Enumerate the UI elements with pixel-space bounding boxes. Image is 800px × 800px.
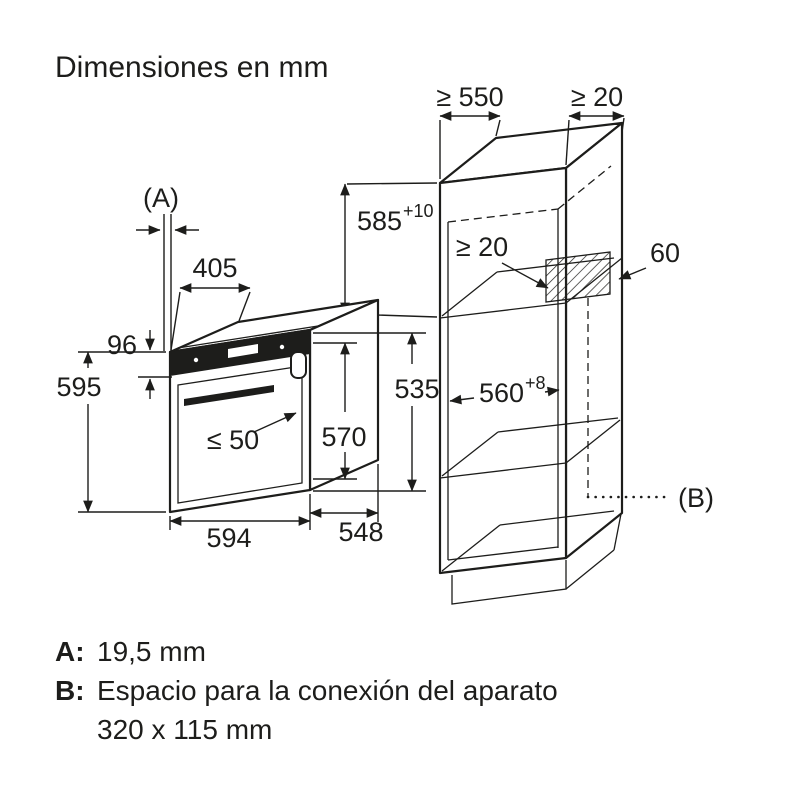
dim-depth-with-door: 570 (313, 342, 367, 480)
dim-label-handle-max: ≤ 50 (207, 425, 259, 455)
dim-niche-height: 585 +10 (340, 182, 438, 318)
dim-label-niche-height: 585 (357, 206, 402, 236)
cabinet-front-face (438, 166, 568, 575)
oven-top-edge-line (177, 325, 319, 349)
dim-label-niche-width: 560 (479, 378, 524, 408)
dim-width: 594 (169, 494, 311, 553)
dim-label-height: 595 (56, 372, 101, 402)
legend-b-value-line2: 320 x 115 mm (97, 714, 272, 745)
dim-rear-gap: ≥ 20 (565, 82, 625, 166)
dim-label-width: 594 (206, 523, 251, 553)
dim-handle-max: ≤ 50 (207, 412, 297, 455)
control-knob-right (279, 344, 285, 350)
legend: A: 19,5 mm B: Espacio para la conexión d… (55, 636, 558, 745)
page-title: Dimensiones en mm (55, 51, 328, 84)
dim-label-panel-height: 96 (107, 330, 137, 360)
oven-door-outline (177, 365, 303, 504)
vent-hatch-area (545, 251, 611, 303)
side-grip-slot (290, 351, 307, 379)
dim-depth-body: 535 (313, 332, 440, 492)
cabinet-figure (438, 121, 672, 605)
dim-height: 595 (56, 351, 166, 513)
oven-dimensions: (A) 405 96 595 ≤ 50 (56, 183, 439, 553)
oven-figure (168, 298, 380, 514)
cabinet-right-face (564, 121, 624, 560)
dim-label-niche-height-tolerance: +10 (403, 201, 434, 221)
dim-vent-gap: ≥ 20 (456, 232, 549, 289)
legend-b-key: B: (55, 675, 85, 706)
legend-a-value: 19,5 mm (97, 636, 206, 667)
dim-label-niche-width-tolerance: +8 (525, 373, 546, 393)
callout-a-label: (A) (143, 183, 179, 213)
dim-label-body-depth: 548 (338, 517, 383, 547)
connection-space-lines (586, 298, 672, 499)
dim-body-depth: 548 (309, 464, 384, 547)
callout-b-label: (B) (678, 483, 714, 513)
dim-label-vent-gap: ≥ 20 (456, 232, 508, 262)
control-display (228, 344, 258, 358)
control-knob-left (193, 357, 199, 363)
legend-b-value-line1: Espacio para la conexión del aparato (97, 675, 558, 706)
dim-niche-width: 560 +8 (449, 373, 560, 408)
dim-label-rear-gap: ≥ 20 (571, 82, 623, 112)
dim-panel-height: 96 (107, 330, 172, 399)
dim-callout-a: (A) (136, 183, 199, 351)
cabinet-interior-lines (439, 165, 623, 572)
cabinet-dimensions: ≥ 550 ≥ 20 585 +10 ≥ 20 60 560 +8 (340, 82, 714, 513)
oven-right-face (308, 298, 380, 492)
dim-label-top-depth: 405 (192, 253, 237, 283)
legend-a-key: A: (55, 636, 85, 667)
ventilation-cutout (545, 251, 611, 303)
oven-door-handle (184, 385, 274, 406)
dim-label-vent-width: 60 (650, 238, 680, 268)
dim-label-depth-body: 535 (394, 374, 439, 404)
dim-label-min-depth: ≥ 550 (436, 82, 503, 112)
dim-min-depth: ≥ 550 (436, 82, 504, 179)
dim-label-depth-with-door: 570 (321, 422, 366, 452)
dim-vent-width: 60 (618, 238, 680, 280)
plinth (451, 513, 622, 605)
dim-top-depth: 405 (170, 253, 251, 351)
